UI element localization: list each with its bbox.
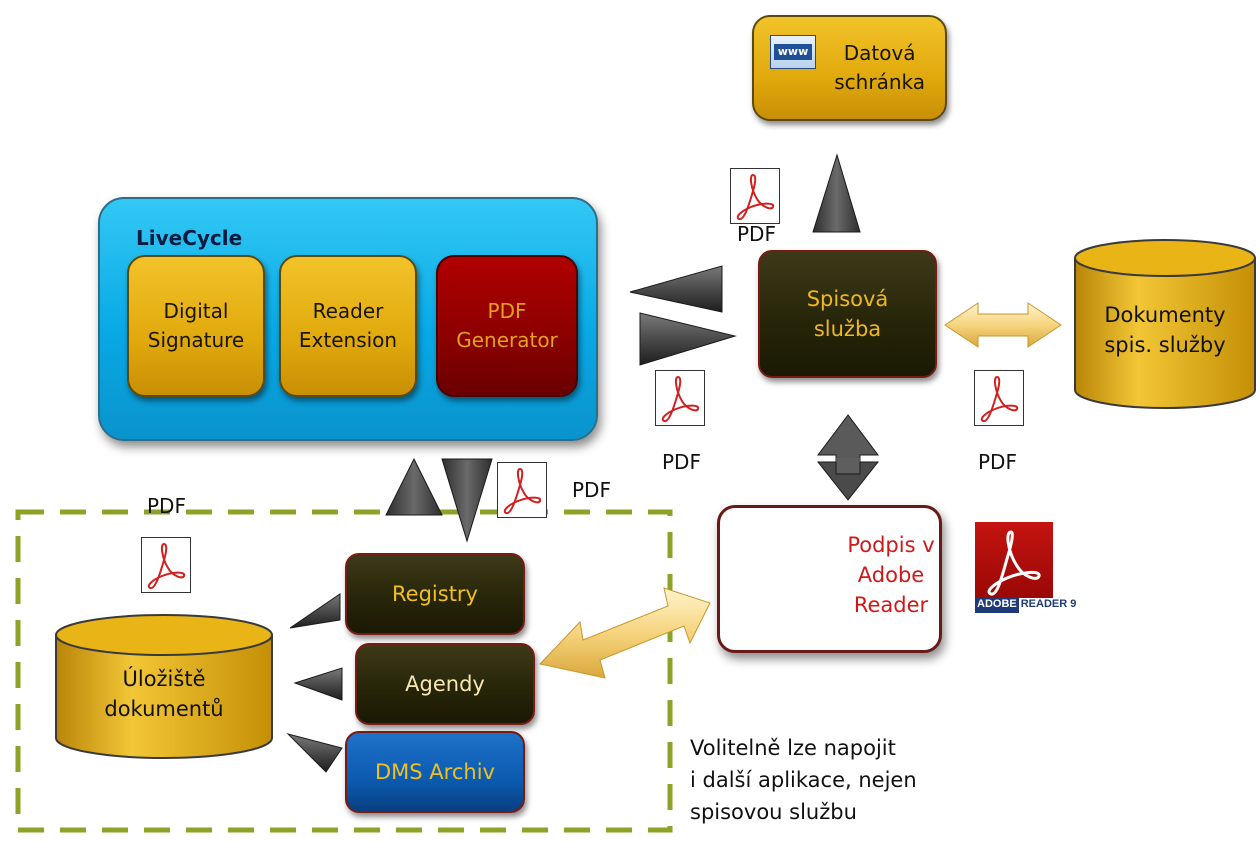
livecycle-title: LiveCycle — [136, 226, 243, 250]
arrow-up-to-datova-schranka — [812, 153, 861, 233]
uloziste-cylinder — [55, 614, 273, 759]
pdf-label-top: PDF — [737, 222, 776, 246]
optional-apps-region — [15, 509, 673, 833]
dms-archiv-box: DMS Archiv — [345, 731, 525, 813]
adobe-reader-logo — [975, 522, 1053, 598]
registry-box: Registry — [345, 553, 525, 635]
spisova-sluzba-box: Spisová služba — [758, 250, 937, 378]
pdf-label-storage: PDF — [147, 494, 186, 518]
arrow-to-livecycle — [629, 265, 723, 313]
www-icon: www — [770, 35, 816, 69]
pdf-label-livecycle-down: PDF — [572, 478, 611, 502]
arrow-down-from-livecycle — [441, 458, 493, 543]
arrow-from-livecycle — [639, 312, 737, 366]
arrow-up-to-livecycle — [385, 457, 443, 516]
arrow-dms-to-storage — [286, 733, 343, 773]
digital-signature-module: Digital Signature — [127, 255, 265, 397]
dokumenty-label: Dokumenty spis. služby — [1104, 303, 1226, 357]
pdf-icon — [141, 537, 191, 593]
arrow-registry-to-storage — [289, 593, 341, 629]
pdf-generator-module: PDF Generator — [436, 255, 578, 397]
podpis-label: Podpis v Adobe Reader — [847, 533, 935, 617]
pdf-icon — [974, 370, 1024, 426]
dokumenty-cylinder — [1074, 239, 1256, 409]
pdf-icon — [497, 462, 547, 518]
double-arrow-spisova-dokumenty — [944, 302, 1062, 348]
uloziste-label: Úložiště dokumentů — [104, 667, 224, 721]
optional-note: Volitelně lze napojit i další aplikace, … — [690, 736, 917, 824]
podpis-box — [717, 505, 942, 653]
double-arrow-agendy-podpis — [539, 587, 711, 679]
pdf-icon — [730, 168, 780, 224]
pdf-label-mid-left: PDF — [662, 450, 701, 474]
agendy-box: Agendy — [355, 643, 535, 725]
pdf-icon — [655, 370, 705, 426]
double-arrow-spisova-podpis — [816, 414, 880, 501]
arrow-agendy-to-storage — [293, 667, 343, 701]
pdf-label-mid-right: PDF — [978, 450, 1017, 474]
reader-extension-module: Reader Extension — [279, 255, 417, 397]
